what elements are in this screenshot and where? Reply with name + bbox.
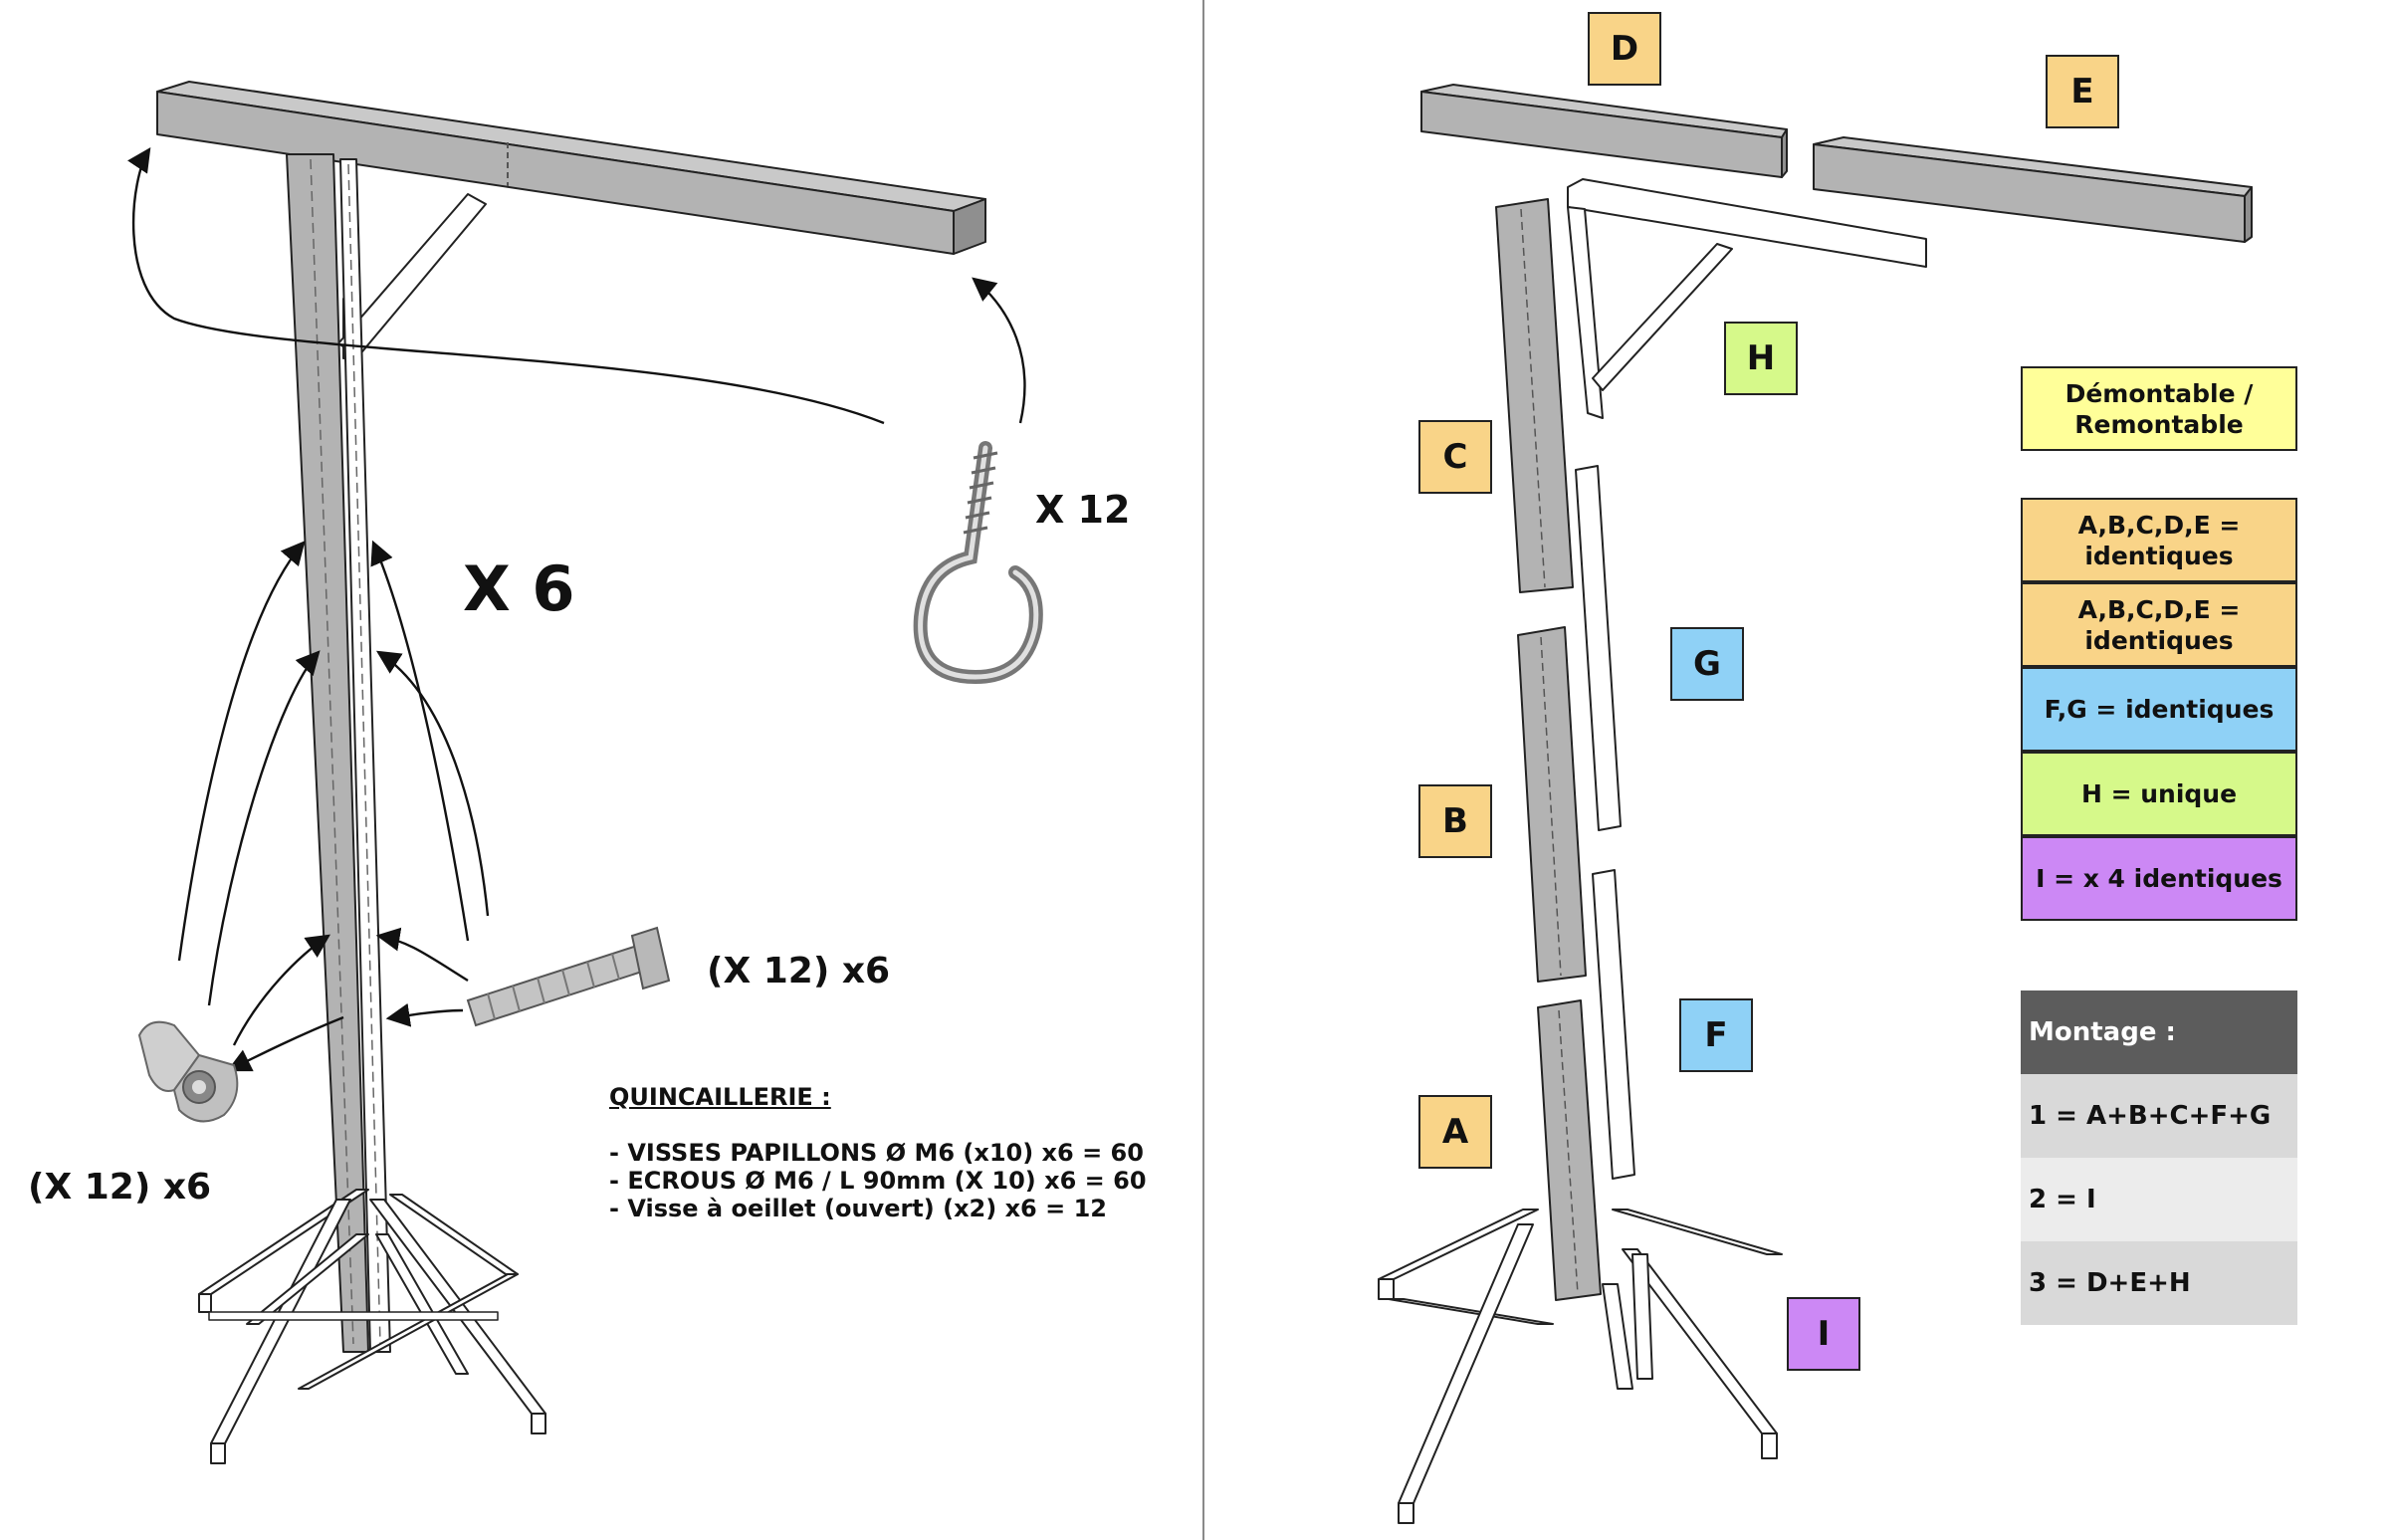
hook-quantity: X 12 — [1035, 488, 1131, 532]
part-g — [1575, 465, 1622, 831]
assembled-stand — [127, 81, 1026, 1464]
tag-b: B — [1418, 784, 1492, 858]
tag-h: H — [1724, 322, 1798, 395]
hook-arrow-right — [972, 277, 1026, 424]
hardware-line: - ECROUS Ø M6 / L 90mm (X 10) x6 = 60 — [609, 1167, 1147, 1195]
tag-a: A — [1418, 1095, 1492, 1169]
hardware-line: - VISSES PAPILLONS Ø M6 (x10) x6 = 60 — [609, 1139, 1144, 1167]
part-a — [1537, 999, 1602, 1301]
tag-e: E — [2046, 55, 2119, 128]
montage-step: 1 = A+B+C+F+G — [2021, 1074, 2297, 1158]
montage-title: Montage : — [2021, 990, 2297, 1074]
hardware-title: QUINCAILLERIE : — [609, 1083, 831, 1111]
montage-step: 3 = D+E+H — [2021, 1241, 2297, 1325]
exploded-parts — [1378, 84, 2253, 1524]
tag-f: F — [1679, 998, 1753, 1072]
legend-h: H = unique — [2021, 752, 2297, 836]
bolt-quantity: (X 12) x6 — [707, 951, 891, 991]
hardware-line: - Visse à oeillet (ouvert) (x2) x6 = 12 — [609, 1195, 1107, 1222]
legend-removable: Démontable / Remontable — [2021, 366, 2297, 451]
legend-fg: F,G = identiques — [2021, 667, 2297, 752]
tag-d: D — [1588, 12, 1661, 86]
bolt-icon — [466, 926, 671, 1027]
wingnut-quantity: (X 12) x6 — [28, 1167, 212, 1208]
eye-hook-icon — [913, 441, 1043, 685]
tag-i: I — [1787, 1297, 1860, 1371]
montage-step: 2 = I — [2021, 1158, 2297, 1241]
hardware-list: QUINCAILLERIE : - VISSES PAPILLONS Ø M6 … — [609, 1083, 1147, 1222]
base-feet — [198, 1189, 546, 1464]
legend-abcde: A,B,C,D,E = identiques — [2021, 498, 2297, 582]
part-f — [1592, 869, 1635, 1180]
montage-table: Montage : 1 = A+B+C+F+G 2 = I 3 = D+E+H — [2021, 990, 2297, 1325]
tag-g: G — [1670, 627, 1744, 701]
part-i — [1378, 1209, 1783, 1524]
multiplier-label: X 6 — [463, 552, 575, 625]
part-c — [1495, 198, 1574, 593]
legend-i: I = x 4 identiques — [2021, 836, 2297, 921]
part-h — [1567, 178, 1927, 419]
wing-nut-icon — [137, 1020, 239, 1123]
part-b — [1517, 626, 1587, 983]
main-post-white — [339, 158, 391, 1353]
tag-c: C — [1418, 420, 1492, 494]
panel-divider — [1202, 0, 1204, 1540]
hook-arrow-left — [127, 147, 885, 425]
legend-abcde: A,B,C,D,E = identiques — [2021, 582, 2297, 667]
